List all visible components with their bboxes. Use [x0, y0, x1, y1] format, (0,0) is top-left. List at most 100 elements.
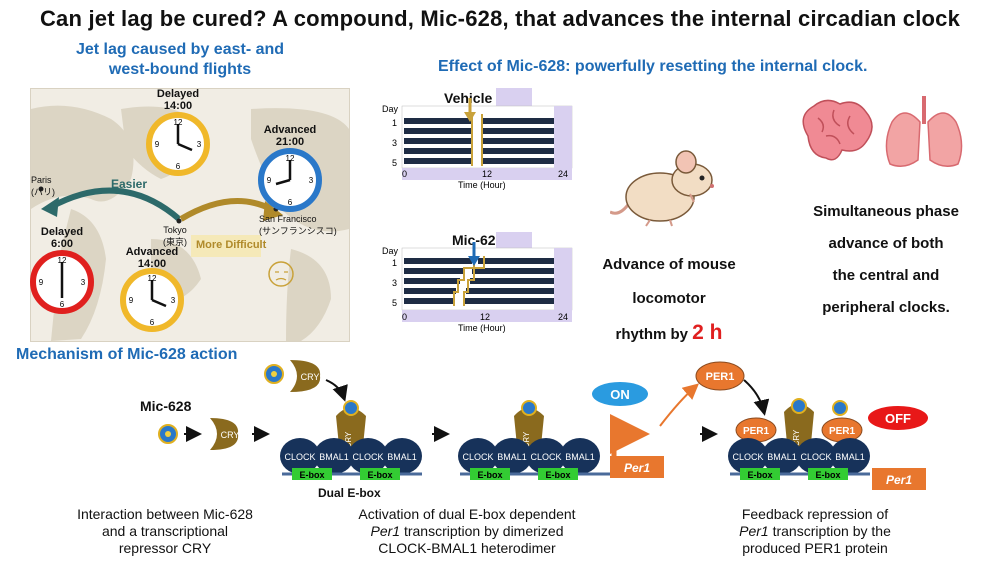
svg-text:9: 9	[129, 296, 134, 305]
vehicle-label: Vehicle	[444, 90, 493, 106]
svg-text:Time (Hour): Time (Hour)	[458, 323, 506, 333]
map-heading-line1: Jet lag caused by east- and	[75, 41, 285, 58]
svg-text:CLOCK: CLOCK	[462, 452, 493, 462]
svg-text:5: 5	[392, 298, 397, 308]
on-indicator: ON	[592, 382, 648, 406]
svg-text:CLOCK: CLOCK	[352, 452, 383, 462]
svg-text:12: 12	[482, 169, 492, 179]
south-america-shape	[286, 249, 331, 341]
page-title: Can jet lag be cured? A compound, Mic-62…	[39, 6, 961, 31]
advance-line1: Advance of mouse	[602, 256, 736, 273]
clock-delayed-top-label: Delayed 14:00	[156, 88, 200, 112]
svg-text:3: 3	[309, 176, 314, 185]
clock-advanced-bottom-label: Advanced 14:00	[125, 246, 179, 270]
clock-bmal1-complex-3: CRY PER1 PER1 CLOCK BMAL1 CLOCK BMAL1 E-…	[728, 398, 870, 480]
clock-advanced-bottom-icon: 12 3 6 9	[120, 268, 184, 332]
westbound-arrowhead	[41, 197, 59, 217]
easier-label: Easier	[111, 177, 148, 191]
caption-feedback: Feedback repression of Per1 transcriptio…	[739, 506, 891, 556]
eastbound-arrowhead	[263, 201, 283, 221]
svg-text:Per1: Per1	[886, 473, 912, 487]
svg-text:6: 6	[150, 318, 155, 327]
tokyo-dot	[176, 218, 182, 224]
map-heading: Jet lag caused by east- and west-bound f…	[40, 40, 320, 80]
svg-text:3: 3	[81, 278, 86, 287]
svg-text:6: 6	[60, 300, 65, 309]
dual-ebox-label: Dual E-box	[318, 486, 381, 500]
svg-text:CLOCK: CLOCK	[732, 452, 763, 462]
advance-text: Advance of mouse locomotor rhythm by 2 h	[584, 248, 754, 352]
brain-icon	[802, 99, 873, 161]
sf-label: San Francisco(サンフランシスコ)	[259, 214, 337, 236]
clock-bmal1-complex-1: CRY CLOCK BMAL1 CLOCK BMAL1 E-box E-box	[280, 400, 422, 480]
svg-text:BMAL1: BMAL1	[319, 452, 349, 462]
clock-advanced-right-label: Advanced 21:00	[263, 124, 317, 148]
vehicle-actogram: Day 1 3 5 0 12 24 Time (Hour)	[382, 88, 573, 190]
svg-text:E-box: E-box	[367, 470, 392, 480]
clock-delayed-top-icon: 12 3 6 9	[146, 112, 210, 176]
svg-text:BMAL1: BMAL1	[767, 452, 797, 462]
svg-text:PER1: PER1	[743, 426, 770, 437]
svg-text:CRY: CRY	[301, 372, 320, 382]
more-difficult-label: More Difficult	[196, 239, 267, 251]
svg-text:Per1: Per1	[624, 461, 650, 475]
svg-text:CRY: CRY	[344, 431, 353, 448]
clock-bmal1-complex-2: CRY CLOCK BMAL1 CLOCK BMAL1 E-box E-box	[458, 400, 610, 480]
svg-text:12: 12	[148, 274, 157, 283]
svg-text:9: 9	[39, 278, 44, 287]
svg-text:BMAL1: BMAL1	[387, 452, 417, 462]
mechanism-diagram: CRY CRY CRY CLOCK BMAL1 CLOCK BMAL1 E-bo…	[158, 360, 928, 490]
eastbound-arrow	[179, 198, 273, 222]
svg-text:6: 6	[288, 198, 293, 207]
svg-text:E-box: E-box	[299, 470, 324, 480]
svg-text:24: 24	[558, 169, 568, 179]
lungs-icon	[885, 96, 963, 167]
svg-text:CLOCK: CLOCK	[284, 452, 315, 462]
svg-text:6: 6	[176, 162, 181, 171]
mic628-actogram: Day 1 3 5 0 12 24 Time (Hour)	[382, 232, 573, 333]
mic628-actogram-label: Mic-628	[452, 232, 504, 248]
svg-text:12: 12	[286, 154, 295, 163]
svg-text:E-box: E-box	[747, 470, 772, 480]
advance-value: 2 h	[692, 321, 723, 344]
svg-text:E-box: E-box	[545, 470, 570, 480]
per1-gene-box-2: Per1	[610, 414, 664, 478]
more-difficult-box	[191, 235, 261, 257]
svg-text:BMAL1: BMAL1	[565, 452, 595, 462]
paris-dot	[38, 186, 44, 192]
svg-text:3: 3	[171, 296, 176, 305]
mic628-molecule-icon	[158, 424, 178, 444]
svg-text:ON: ON	[610, 387, 630, 402]
svg-text:3: 3	[392, 138, 397, 148]
svg-text:9: 9	[267, 176, 272, 185]
svg-text:0: 0	[402, 312, 407, 322]
map-heading-line2: west-bound flights	[108, 61, 252, 78]
svg-text:Day: Day	[382, 246, 399, 256]
svg-text:CLOCK: CLOCK	[800, 452, 831, 462]
europe-africa-shape	[31, 105, 134, 209]
svg-text:CRY: CRY	[522, 431, 531, 448]
mechanism-heading: Mechanism of Mic-628 action	[16, 346, 238, 363]
advance-line3: rhythm by 2 h	[615, 321, 723, 344]
svg-text:5: 5	[392, 158, 397, 168]
svg-text:OFF: OFF	[885, 411, 911, 426]
svg-text:E-box: E-box	[815, 470, 840, 480]
svg-text:PER1: PER1	[706, 371, 735, 383]
svg-text:Time (Hour): Time (Hour)	[458, 180, 506, 190]
mouse-icon	[610, 150, 714, 227]
svg-text:BMAL1: BMAL1	[835, 452, 865, 462]
advance-line2: locomotor	[632, 290, 706, 307]
svg-text:0: 0	[402, 169, 407, 179]
svg-text:PER1: PER1	[829, 426, 856, 437]
off-indicator: OFF	[868, 406, 928, 430]
clock-delayed-left-label: Delayed 6:00	[40, 226, 84, 250]
per1-gene-box-3: Per1	[872, 468, 926, 490]
svg-text:1: 1	[392, 118, 397, 128]
svg-text:Day: Day	[382, 104, 399, 114]
svg-text:CRY: CRY	[221, 430, 240, 440]
caption-interaction: Interaction between Mic-628 and a transc…	[77, 506, 253, 556]
svg-text:12: 12	[58, 256, 67, 265]
caption-activation: Activation of dual E-box dependent Per1 …	[358, 506, 576, 556]
simultaneous-text: Simultaneous phase advance of both the c…	[813, 203, 959, 316]
svg-text:1: 1	[392, 258, 397, 268]
